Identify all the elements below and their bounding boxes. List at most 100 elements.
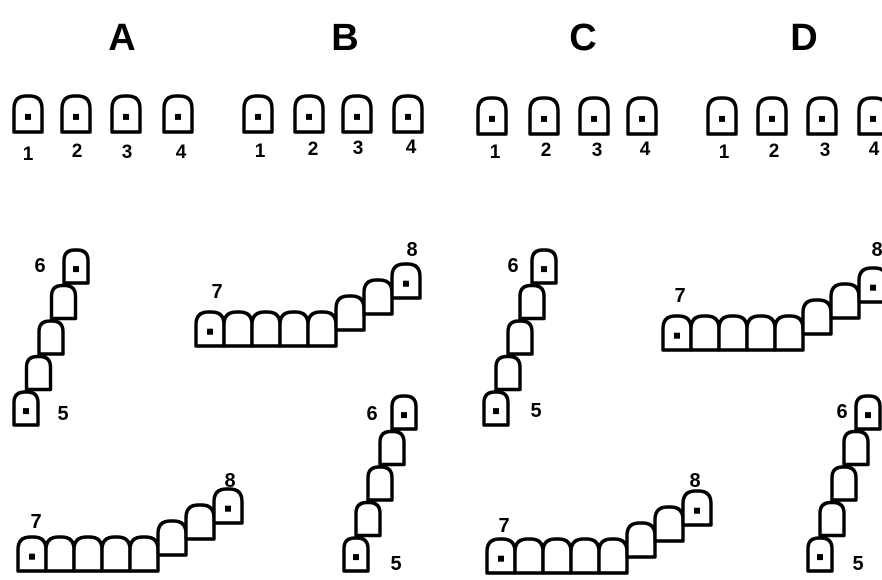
tile-24 [100, 535, 132, 573]
label-a-3: 3 [122, 142, 133, 163]
tile-marker-dot [489, 115, 495, 122]
panel-title-b: B [331, 17, 358, 59]
tile-52 [625, 521, 657, 559]
tile-26 [156, 519, 188, 557]
tile-marker-dot [306, 113, 312, 120]
tile-marker-dot [870, 115, 876, 122]
label-c-3: 3 [592, 140, 603, 161]
label-b-2: 2 [308, 139, 319, 160]
label-b-8: 8 [406, 239, 417, 261]
label-d-6: 6 [836, 401, 847, 423]
tile-marker-dot [405, 113, 411, 120]
tile-marker-dot [674, 332, 680, 339]
tile-38 [354, 500, 382, 538]
tile-marker-dot [23, 408, 29, 415]
label-c-1: 1 [490, 142, 501, 163]
tile-44 [506, 319, 534, 356]
tile-57 [717, 314, 749, 352]
label-d-2: 2 [769, 141, 780, 162]
tile-30 [222, 310, 254, 348]
tile-64 [818, 500, 846, 538]
label-d-7: 7 [674, 285, 685, 307]
tile-marker-dot [719, 115, 725, 122]
tile-65 [830, 465, 858, 502]
tile-marker-dot [29, 553, 35, 560]
tile-marker-dot [498, 555, 504, 562]
label-d-5: 5 [852, 553, 863, 575]
tile-22 [44, 535, 76, 573]
label-b-7: 7 [211, 281, 222, 303]
tile-marker-dot [870, 284, 876, 291]
panel-title-d: D [790, 17, 817, 59]
label-b-5: 5 [390, 553, 401, 575]
tile-marker-dot [225, 505, 231, 512]
label-b-6: 6 [366, 403, 377, 425]
label-a-4: 4 [176, 142, 187, 163]
label-a-7: 7 [30, 511, 41, 533]
tile-27 [184, 503, 216, 541]
tile-18 [37, 319, 65, 356]
label-c-7: 7 [498, 515, 509, 537]
tile-33 [306, 310, 338, 348]
label-a-5: 5 [57, 403, 68, 425]
tile-40 [378, 429, 406, 467]
tile-marker-dot [73, 266, 79, 273]
tile-marker-dot [353, 554, 359, 561]
tile-31 [250, 310, 282, 348]
label-d-4: 4 [869, 139, 880, 160]
label-b-4: 4 [406, 137, 417, 158]
tile-marker-dot [639, 115, 645, 122]
label-c-5: 5 [530, 400, 541, 422]
label-c-6: 6 [507, 255, 518, 277]
tile-59 [773, 314, 805, 352]
tile-32 [278, 310, 310, 348]
tile-marker-dot [401, 412, 407, 419]
tile-marker-dot [207, 328, 213, 335]
label-c-8: 8 [689, 470, 700, 492]
label-a-6: 6 [34, 255, 45, 277]
tile-marker-dot [403, 280, 409, 287]
label-c-2: 2 [541, 140, 552, 161]
tile-marker-dot [591, 115, 597, 122]
tile-66 [842, 429, 870, 467]
tile-marker-dot [865, 412, 871, 419]
tile-35 [362, 278, 394, 316]
label-a-1: 1 [23, 144, 34, 165]
panel-title-a: A [108, 17, 135, 59]
tile-layer [12, 94, 882, 575]
tile-23 [72, 535, 104, 573]
tile-25 [128, 535, 160, 573]
label-d-3: 3 [820, 140, 831, 161]
tile-43 [494, 354, 522, 392]
tile-marker-dot [354, 113, 360, 120]
tile-19 [49, 283, 78, 321]
tile-marker-dot [255, 113, 261, 120]
label-a-2: 2 [72, 141, 83, 162]
label-d-8: 8 [871, 239, 882, 261]
tile-marker-dot [493, 408, 499, 415]
tile-marker-dot [175, 113, 181, 120]
tile-39 [366, 465, 394, 502]
tile-marker-dot [541, 266, 547, 273]
tile-51 [597, 537, 629, 575]
tile-marker-dot [819, 115, 825, 122]
label-a-8: 8 [224, 470, 235, 492]
tile-56 [689, 314, 721, 352]
label-b-1: 1 [255, 141, 266, 162]
tile-marker-dot [123, 113, 129, 120]
tile-marker-dot [541, 115, 547, 122]
tile-marker-dot [25, 113, 31, 120]
tile-marker-dot [73, 113, 79, 120]
tile-60 [801, 298, 833, 336]
tile-marker-dot [694, 507, 700, 514]
label-d-1: 1 [719, 142, 730, 163]
tile-17 [24, 354, 53, 392]
tile-50 [569, 537, 601, 575]
tile-61 [829, 282, 861, 320]
tile-49 [541, 537, 573, 575]
tile-53 [653, 505, 685, 543]
tile-48 [513, 537, 545, 575]
label-c-4: 4 [640, 139, 651, 160]
